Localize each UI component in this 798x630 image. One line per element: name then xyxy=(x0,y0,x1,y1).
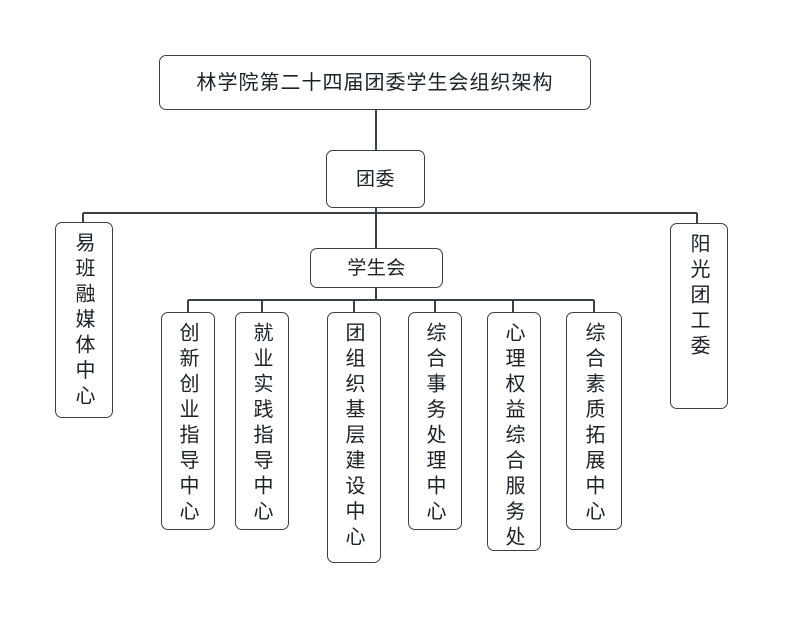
node-sunshine-league-work-committee[interactable]: 阳光团工委 xyxy=(670,223,728,409)
node-yiban-media-center-label: 易班融媒体中心 xyxy=(72,232,96,411)
node-league-committee-label: 团委 xyxy=(355,167,395,190)
node-department-6-label: 综合素质拓展中心 xyxy=(582,322,606,526)
node-league-committee[interactable]: 团委 xyxy=(326,150,425,208)
node-title[interactable]: 林学院第二十四届团委学生会组织架构 xyxy=(159,55,591,110)
node-sunshine-league-work-committee-label: 阳光团工委 xyxy=(687,233,711,361)
node-department-2[interactable]: 就业实践指导中心 xyxy=(235,312,289,530)
node-department-4-label: 综合事务处理中心 xyxy=(423,322,447,526)
node-title-label: 林学院第二十四届团委学生会组织架构 xyxy=(196,69,554,94)
node-student-union[interactable]: 学生会 xyxy=(310,248,443,288)
node-department-2-label: 就业实践指导中心 xyxy=(250,322,274,526)
node-yiban-media-center[interactable]: 易班融媒体中心 xyxy=(55,222,113,418)
node-department-3-label: 团组织基层建设中心 xyxy=(342,322,366,552)
node-student-union-label: 学生会 xyxy=(347,256,406,279)
node-department-5-label: 心理权益综合服务处 xyxy=(502,322,526,552)
node-department-1-label: 创新创业指导中心 xyxy=(176,322,200,526)
node-department-4[interactable]: 综合事务处理中心 xyxy=(408,312,462,530)
node-department-6[interactable]: 综合素质拓展中心 xyxy=(566,312,622,530)
node-department-5[interactable]: 心理权益综合服务处 xyxy=(487,312,541,552)
node-department-3[interactable]: 团组织基层建设中心 xyxy=(327,312,381,563)
node-department-1[interactable]: 创新创业指导中心 xyxy=(161,312,215,530)
